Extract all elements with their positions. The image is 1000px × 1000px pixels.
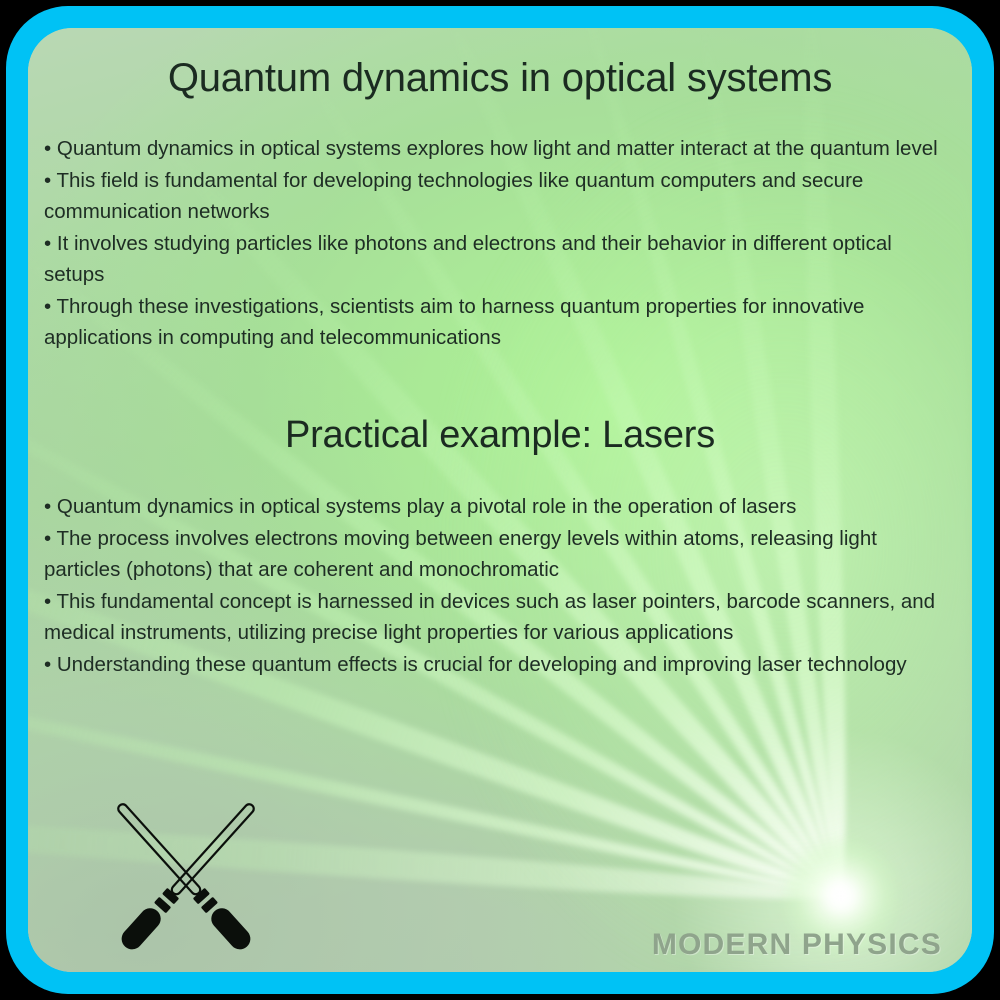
- list-item: • It involves studying particles like ph…: [44, 231, 892, 287]
- page-title: Quantum dynamics in optical systems: [167, 56, 833, 100]
- brand-label: MODERN PHYSICS: [651, 928, 942, 961]
- list-item: • This fundamental concept is harnessed …: [44, 589, 936, 645]
- beam-haze: [28, 28, 972, 972]
- list-item: • Quantum dynamics in optical systems pl…: [44, 495, 797, 518]
- slide-canvas: Quantum dynamics in optical systems • Qu…: [28, 28, 972, 972]
- bullet-list-overview: • Quantum dynamics in optical systems ex…: [44, 133, 956, 354]
- bullet-list-example: • Quantum dynamics in optical systems pl…: [44, 491, 956, 680]
- list-item: • The process involves electrons moving …: [44, 526, 877, 582]
- laser-beam-fan: [28, 28, 972, 972]
- crossed-lightsabers-icon: [96, 794, 276, 964]
- slide-border-frame: Quantum dynamics in optical systems • Qu…: [6, 6, 994, 994]
- section-title: Practical example: Lasers: [284, 414, 716, 456]
- list-item: • Understanding these quantum effects is…: [44, 652, 907, 676]
- slide-content: Quantum dynamics in optical systems • Qu…: [28, 28, 972, 972]
- list-item: • Through these investigations, scientis…: [44, 294, 865, 350]
- beam-origin-glow: [781, 836, 901, 956]
- list-item: • Quantum dynamics in optical systems ex…: [44, 137, 938, 160]
- list-item: • This field is fundamental for developi…: [44, 168, 864, 224]
